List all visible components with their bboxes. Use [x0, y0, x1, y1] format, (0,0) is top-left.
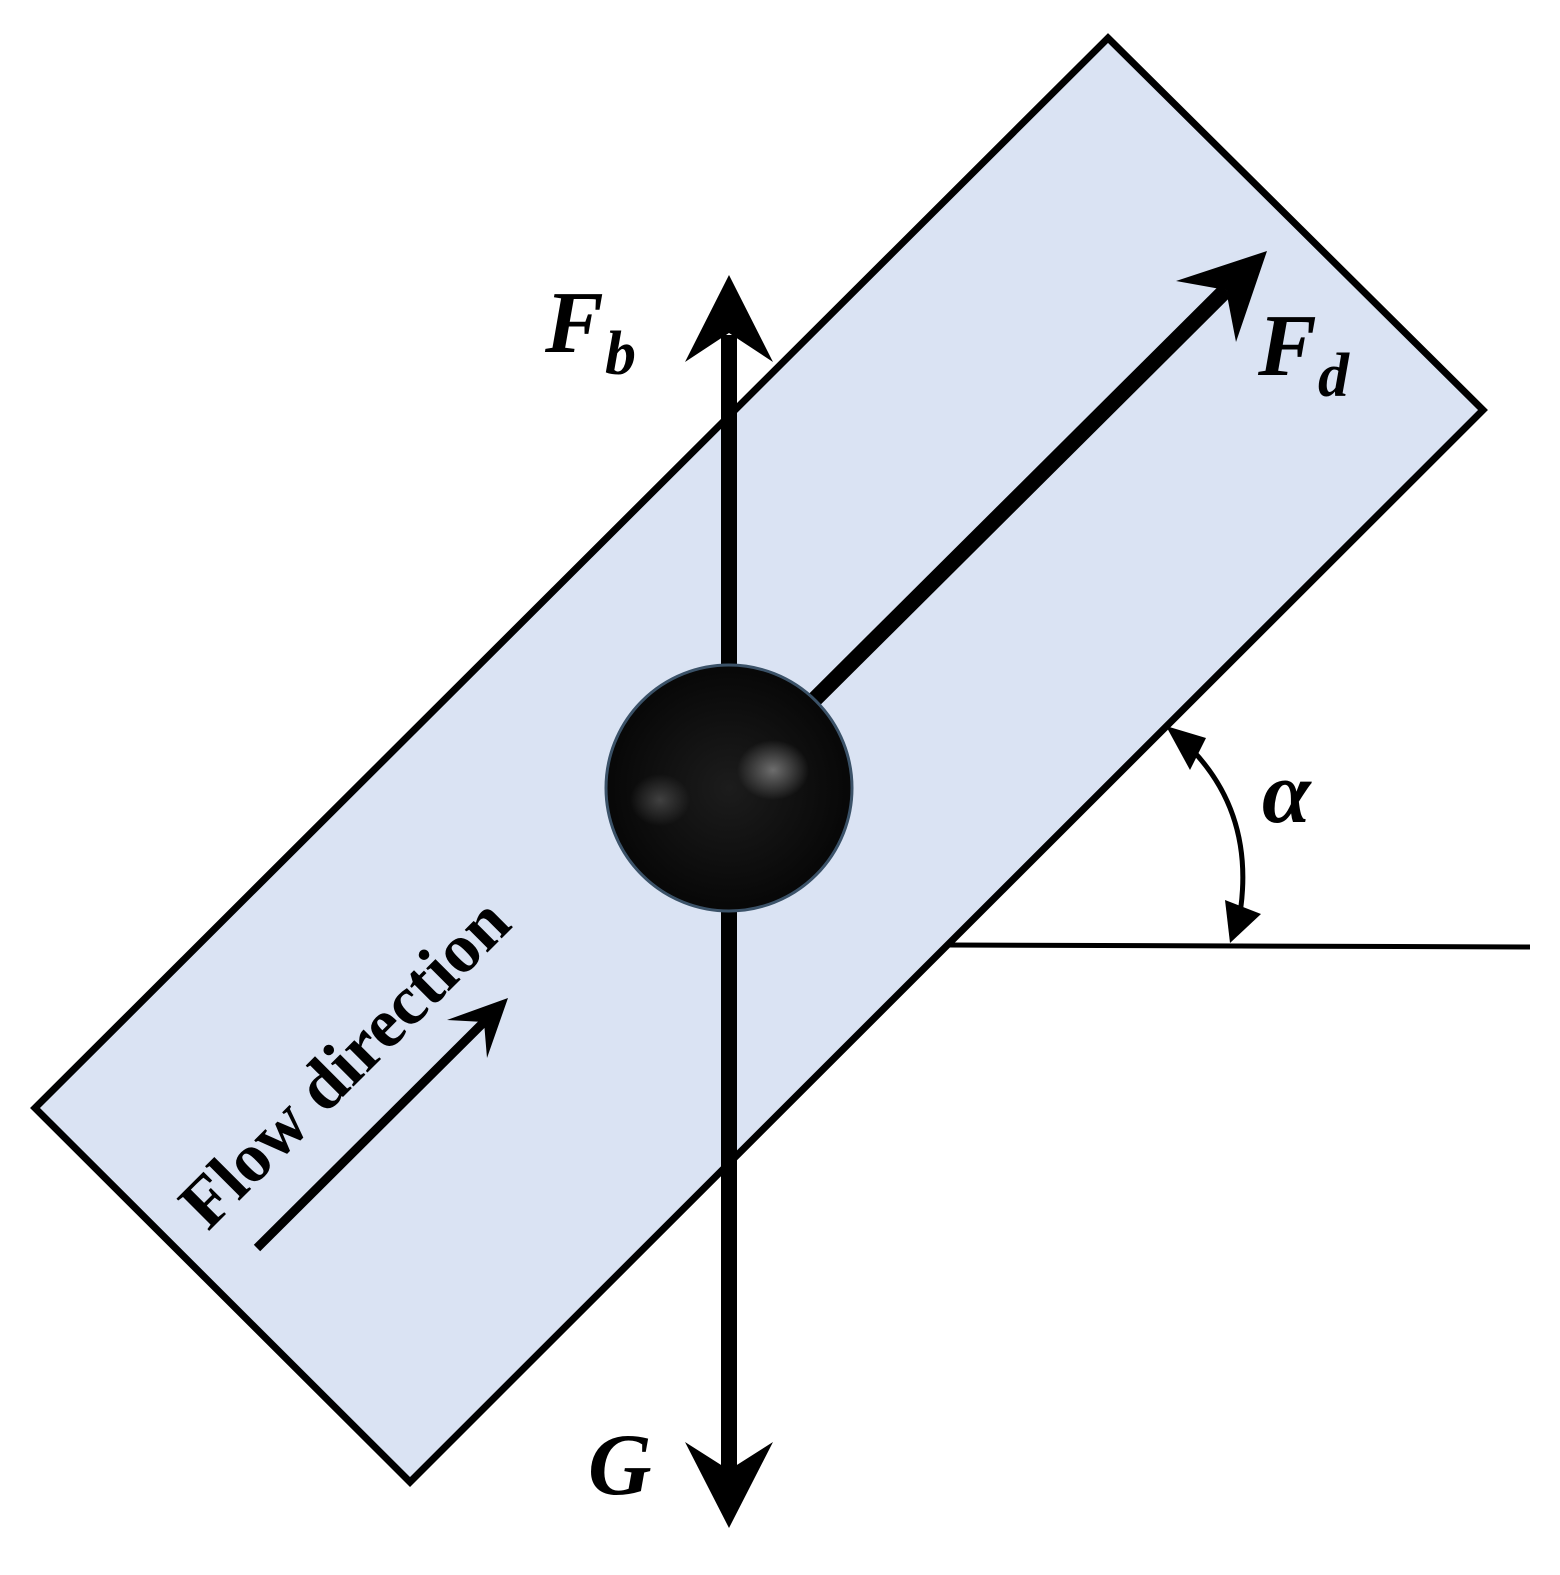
drag-label-main: F [1257, 298, 1317, 395]
buoyancy-label: F [544, 275, 604, 372]
flow-direction-arrowhead [447, 998, 508, 1058]
drag-arrowhead [1176, 251, 1267, 342]
drag-label: F [1257, 298, 1317, 395]
angle-label: α [1262, 745, 1312, 842]
angle-arc-upper-arrowhead [1166, 726, 1206, 770]
gravity-arrowhead [685, 1442, 773, 1528]
gravity-label: G [588, 1417, 652, 1514]
angle-arc [1178, 736, 1246, 931]
buoyancy-arrowhead [685, 275, 773, 362]
buoyancy-label-subscript: b [605, 320, 636, 388]
angle-arc-lower-arrowhead [1225, 900, 1261, 943]
drag-arrow-shaft [806, 284, 1232, 708]
particle-ball [604, 663, 854, 913]
buoyancy-label-main: F [544, 275, 604, 372]
flow-direction-arrow-shaft [253, 1016, 490, 1252]
drag-label-subscript: d [1318, 342, 1350, 410]
horizontal-reference-line [947, 942, 1531, 950]
